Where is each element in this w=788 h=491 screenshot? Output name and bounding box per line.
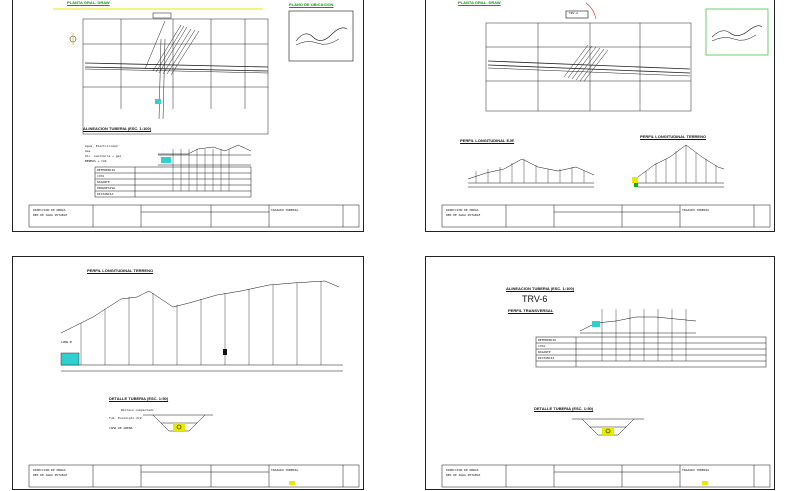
profile-title-2: PERFIL LONGITUDINAL TERRENO: [640, 134, 707, 139]
drawing-sheet-1: PLANTA GRAL. DRAW PLANO DE UBICACION ALI…: [12, 0, 364, 232]
title-block-text: RED DE AGUA POTABLE: [446, 473, 481, 477]
inset-title: PLANO DE UBICACION: [289, 2, 334, 7]
profile-line-2: Gas: [85, 149, 91, 153]
profile-title: PERFIL TRANSVERSAL: [508, 308, 554, 313]
sheet-3-drawing: [28, 280, 360, 488]
sheet-1-drawing: [28, 8, 360, 228]
title-block-text: TRAZADO TUBERIA: [271, 468, 299, 472]
profile-title: PERFIL LONGITUDINAL TERRENO: [87, 268, 154, 273]
drawing-sheet-3: PERFIL LONGITUDINAL TERRENO LONG-B DETAL…: [12, 256, 364, 490]
side-label: LONG-B: [61, 340, 72, 344]
table-row-label: PROGRESIVA: [97, 186, 116, 190]
drawing-sheet-4: ALINEACION TUBERIA (ESC. 1:100) TRV-6 PE…: [425, 256, 775, 490]
profile-title-1: PERFIL LONGITUDINAL EJE: [460, 138, 515, 143]
sheet-2-drawing: [441, 2, 771, 228]
sheet-4-drawing: [441, 309, 771, 488]
plan-title: PLANTA GRAL. DRAW: [458, 0, 501, 5]
title-block-text: RED DE AGUA POTABLE: [33, 213, 68, 217]
detail-note: Tub. Eucalipto 2x2: [109, 416, 142, 420]
title-block-text: DIRECCION DE OBRAS: [446, 468, 479, 472]
drawing-sheet-2: PLANTA GRAL. DRAW TRV-A PERFIL LONGITUDI…: [425, 0, 775, 232]
detail-title: DETALLE TUBERIA (ESC. 1:50): [109, 396, 169, 401]
detail-note: CAMA DE ARENA: [109, 426, 133, 430]
table-row-label: REFERENCIA: [97, 168, 116, 172]
table-row-label: COTA: [97, 174, 105, 178]
section-title: ALINEACION TUBERIA (ESC. 1:100): [506, 286, 575, 291]
title-block-text: RED DE AGUA POTABLE: [446, 213, 481, 217]
plan-title: PLANTA GRAL. DRAW: [67, 0, 110, 5]
title-block-text: DIRECCION DE OBRAS: [33, 468, 66, 472]
table-row-label: DISTANCIA: [97, 192, 114, 196]
title-block-text: TRAZADO TUBERIA: [682, 208, 710, 212]
title-block-text: TRAZADO TUBERIA: [271, 208, 299, 212]
table-row-label: REFERENCIA: [538, 338, 557, 342]
detail-note: Relleno compactado: [121, 408, 154, 412]
table-row-label: RASANTE: [538, 350, 551, 354]
title-block-text: DIRECCION DE OBRAS: [446, 208, 479, 212]
detail-title: DETALLE TUBERIA (ESC. 1:50): [534, 406, 594, 411]
section-title: ALINEACION TUBERIA (ESC. 1:100): [83, 126, 152, 131]
table-row-label: COTA: [538, 344, 546, 348]
table-row-label: RASANTE: [97, 180, 110, 184]
profile-line-4: BERMAS + CAI: [85, 159, 107, 163]
profile-line-3: Alc. sanitaria + gas: [85, 154, 122, 158]
table-row-label: DISTANCIA: [538, 356, 555, 360]
profile-line-1: Agua, Electricidad: [85, 144, 118, 148]
sheet-tag: TRV-A: [569, 11, 579, 15]
title-block-text: TRAZADO TUBERIA: [682, 468, 710, 472]
title-block-text: RED DE AGUA POTABLE: [33, 473, 68, 477]
sheet-code: TRV-6: [522, 294, 548, 304]
title-block-text: DIRECCION DE OBRAS: [33, 208, 66, 212]
